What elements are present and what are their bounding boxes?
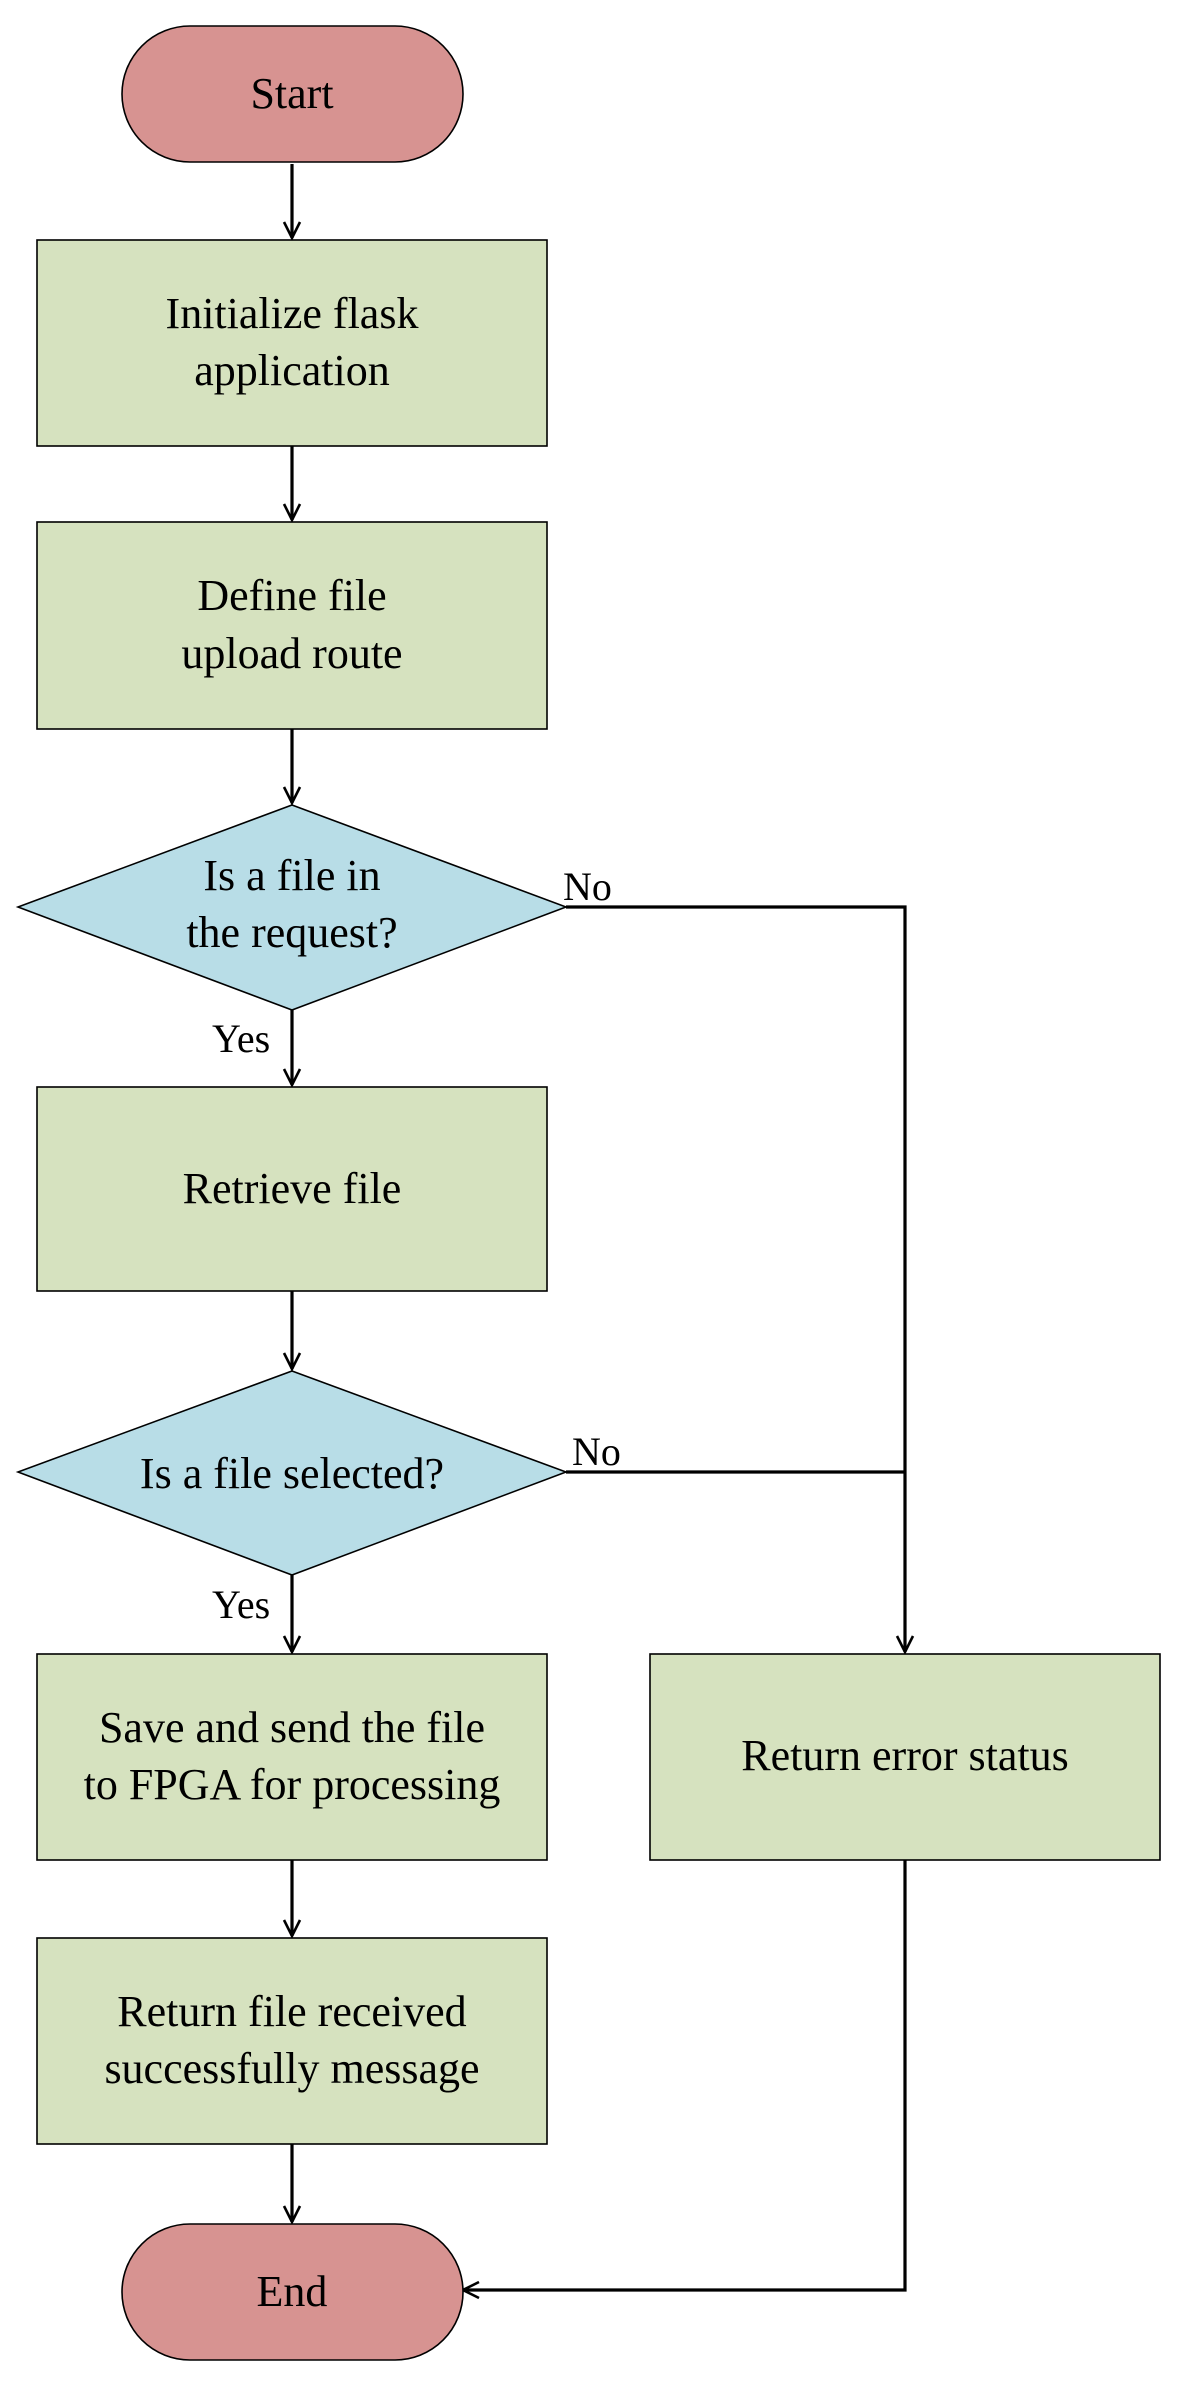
request-decision-label-line-2: the request? — [186, 908, 397, 957]
define-route-label-line-1: Define file — [197, 571, 386, 620]
define-route-process-box — [36, 521, 548, 730]
selected-no-label: No — [572, 1429, 621, 1474]
node-retrieve-file: Retrieve file — [36, 1086, 548, 1292]
initialize-label-line-2: application — [194, 346, 390, 395]
success-message-label-line-2: successfully message — [104, 2044, 479, 2093]
request-decision-label-line-1: Is a file in — [203, 851, 380, 900]
initialize-label-line-1: Initialize flask — [166, 289, 419, 338]
request-decision-diamond — [15, 804, 569, 1011]
success-message-process-box — [36, 1937, 548, 2145]
save-send-label-line-1: Save and send the file — [99, 1703, 485, 1752]
request-no-label: No — [563, 864, 612, 909]
save-send-process-box — [36, 1653, 548, 1861]
node-define-route: Define file upload route — [36, 521, 548, 730]
connectors — [292, 164, 905, 2290]
start-terminal-shape — [121, 25, 464, 163]
node-end: End — [121, 2223, 464, 2361]
node-return-error: Return error status — [649, 1653, 1161, 1861]
save-send-label-line-2: to FPGA for processing — [84, 1760, 501, 1809]
error-label: Return error status — [741, 1731, 1068, 1780]
node-start: Start — [121, 25, 464, 163]
arrow-request-no — [566, 905, 905, 1652]
request-yes-label: Yes — [212, 1016, 270, 1061]
node-initialize-flask: Initialize flask application — [36, 239, 548, 447]
success-message-label-line-1: Return file received — [117, 1987, 466, 2036]
selected-decision-diamond — [15, 1370, 569, 1576]
selected-decision-label: Is a file selected? — [140, 1449, 444, 1498]
end-label: End — [257, 2267, 328, 2316]
define-route-label-line-2: upload route — [181, 629, 402, 678]
arrow-error-to-end — [463, 1860, 907, 2290]
selected-yes-label: Yes — [212, 1582, 270, 1627]
node-file-selected-decision: Is a file selected? — [15, 1370, 569, 1576]
node-save-and-send: Save and send the file to FPGA for proce… — [36, 1653, 548, 1861]
node-file-in-request-decision: Is a file in the request? — [15, 804, 569, 1011]
start-label: Start — [250, 69, 333, 118]
error-process-box — [649, 1653, 1161, 1861]
retrieve-label: Retrieve file — [183, 1164, 402, 1213]
retrieve-process-box — [36, 1086, 548, 1292]
initialize-process-box — [36, 239, 548, 447]
end-terminal-shape — [121, 2223, 464, 2361]
node-success-message: Return file received successfully messag… — [36, 1937, 548, 2145]
